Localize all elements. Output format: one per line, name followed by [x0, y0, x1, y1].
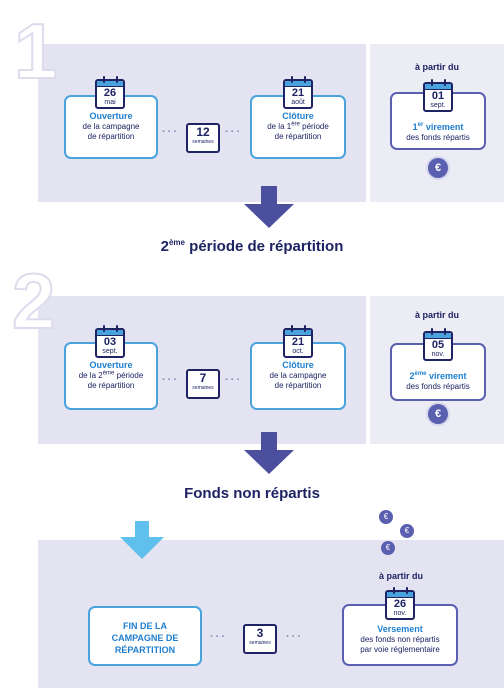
calendar-day: 01: [431, 90, 445, 102]
calendar-day: 21: [291, 87, 305, 99]
payment-box: 2ème virement des fonds répartis: [390, 343, 486, 401]
period-2-heading: 2ème période de répartition: [160, 238, 344, 255]
light-down-arrow-icon: [120, 521, 164, 559]
calendar-day: 26: [103, 87, 117, 99]
calendar-icon: 26 mai: [95, 76, 125, 109]
calendar-month: mai: [104, 99, 116, 106]
closing-box: Clôture de la campagne de répartition: [250, 342, 346, 410]
from-date-label: à partir du: [414, 310, 459, 320]
closing-line1: de la campagne: [269, 371, 327, 380]
payment-title: 1er virement: [412, 122, 464, 132]
euro-coin-icon: €: [428, 158, 448, 178]
duration-box: 3 semaines: [243, 624, 277, 654]
divider: [367, 296, 369, 444]
calendar-icon: 03 sept.: [95, 325, 125, 358]
calendar-icon: 05 nov.: [423, 328, 453, 361]
from-date-label: à partir du: [414, 62, 459, 72]
calendar-month: nov.: [393, 610, 407, 617]
opening-line1: de la 2ème période: [78, 370, 144, 380]
transfer-title: Versement: [377, 624, 423, 634]
euro-coin-icon: €: [400, 524, 414, 538]
payment-title: 2ème virement: [409, 371, 467, 381]
calendar-icon: 21 oct.: [283, 325, 313, 358]
calendar-month: oct.: [292, 348, 304, 355]
closing-line2: de répartition: [274, 132, 322, 141]
euro-coin-icon: €: [428, 404, 448, 424]
dotted-connector: ···: [162, 374, 179, 386]
opening-line1: de la campagne: [82, 122, 140, 131]
down-arrow-icon: [244, 432, 294, 474]
payment-line: des fonds répartis: [406, 133, 470, 142]
undistributed-funds-heading: Fonds non répartis: [184, 485, 320, 502]
dotted-connector: ···: [210, 631, 227, 643]
calendar-icon: 26 nov.: [385, 587, 415, 620]
duration-unit: semaines: [192, 385, 214, 391]
duration-value: 3: [256, 626, 264, 640]
dotted-connector: ···: [225, 374, 242, 386]
step-number-1: 1: [13, 7, 58, 95]
euro-coin-icon: €: [379, 510, 393, 524]
opening-title: Ouverture: [89, 360, 133, 370]
opening-line2: de répartition: [87, 381, 135, 390]
end-line1: FIN DE LA: [123, 621, 167, 631]
closing-title: Clôture: [282, 360, 314, 370]
dotted-connector: ···: [225, 126, 242, 138]
end-line2: CAMPAGNE DE: [111, 633, 179, 643]
divider: [367, 44, 369, 202]
calendar-icon: 01 sept.: [423, 79, 453, 112]
closing-title: Clôture: [282, 111, 314, 121]
duration-box: 7 semaines: [186, 369, 220, 399]
duration-unit: semaines: [192, 139, 214, 145]
dotted-connector: ···: [286, 631, 303, 643]
opening-box: Ouverture de la campagne de répartition: [64, 95, 158, 159]
opening-title: Ouverture: [89, 111, 133, 121]
calendar-month: nov.: [431, 351, 445, 358]
down-arrow-icon: [244, 186, 294, 228]
calendar-day: 03: [103, 336, 117, 348]
calendar-day: 05: [431, 339, 445, 351]
payment-box: 1er virement des fonds répartis: [390, 92, 486, 150]
end-line3: RÉPARTITION: [114, 645, 176, 655]
payment-line: des fonds répartis: [406, 382, 470, 391]
calendar-month: sept.: [102, 348, 118, 355]
duration-unit: semaines: [249, 640, 271, 646]
transfer-line2: par voie réglementaire: [360, 645, 440, 654]
euro-coin-icon: €: [381, 541, 395, 555]
closing-line1: de la 1ère période: [267, 121, 329, 131]
transfer-line1: des fonds non répartis: [360, 635, 440, 644]
dotted-connector: ···: [162, 126, 179, 138]
calendar-month: sept.: [430, 102, 446, 109]
closing-line2: de répartition: [274, 381, 322, 390]
calendar-month: août: [291, 99, 305, 106]
calendar-day: 26: [393, 598, 407, 610]
calendar-icon: 21 août: [283, 76, 313, 109]
calendar-day: 21: [291, 336, 305, 348]
step-number-2: 2: [11, 257, 56, 345]
end-of-campaign-box: FIN DE LA CAMPAGNE DE RÉPARTITION: [88, 606, 202, 666]
opening-line2: de répartition: [87, 132, 135, 141]
from-date-label: à partir du: [378, 571, 423, 581]
duration-box: 12 semaines: [186, 123, 220, 153]
duration-value: 12: [196, 125, 210, 139]
duration-value: 7: [199, 371, 207, 385]
